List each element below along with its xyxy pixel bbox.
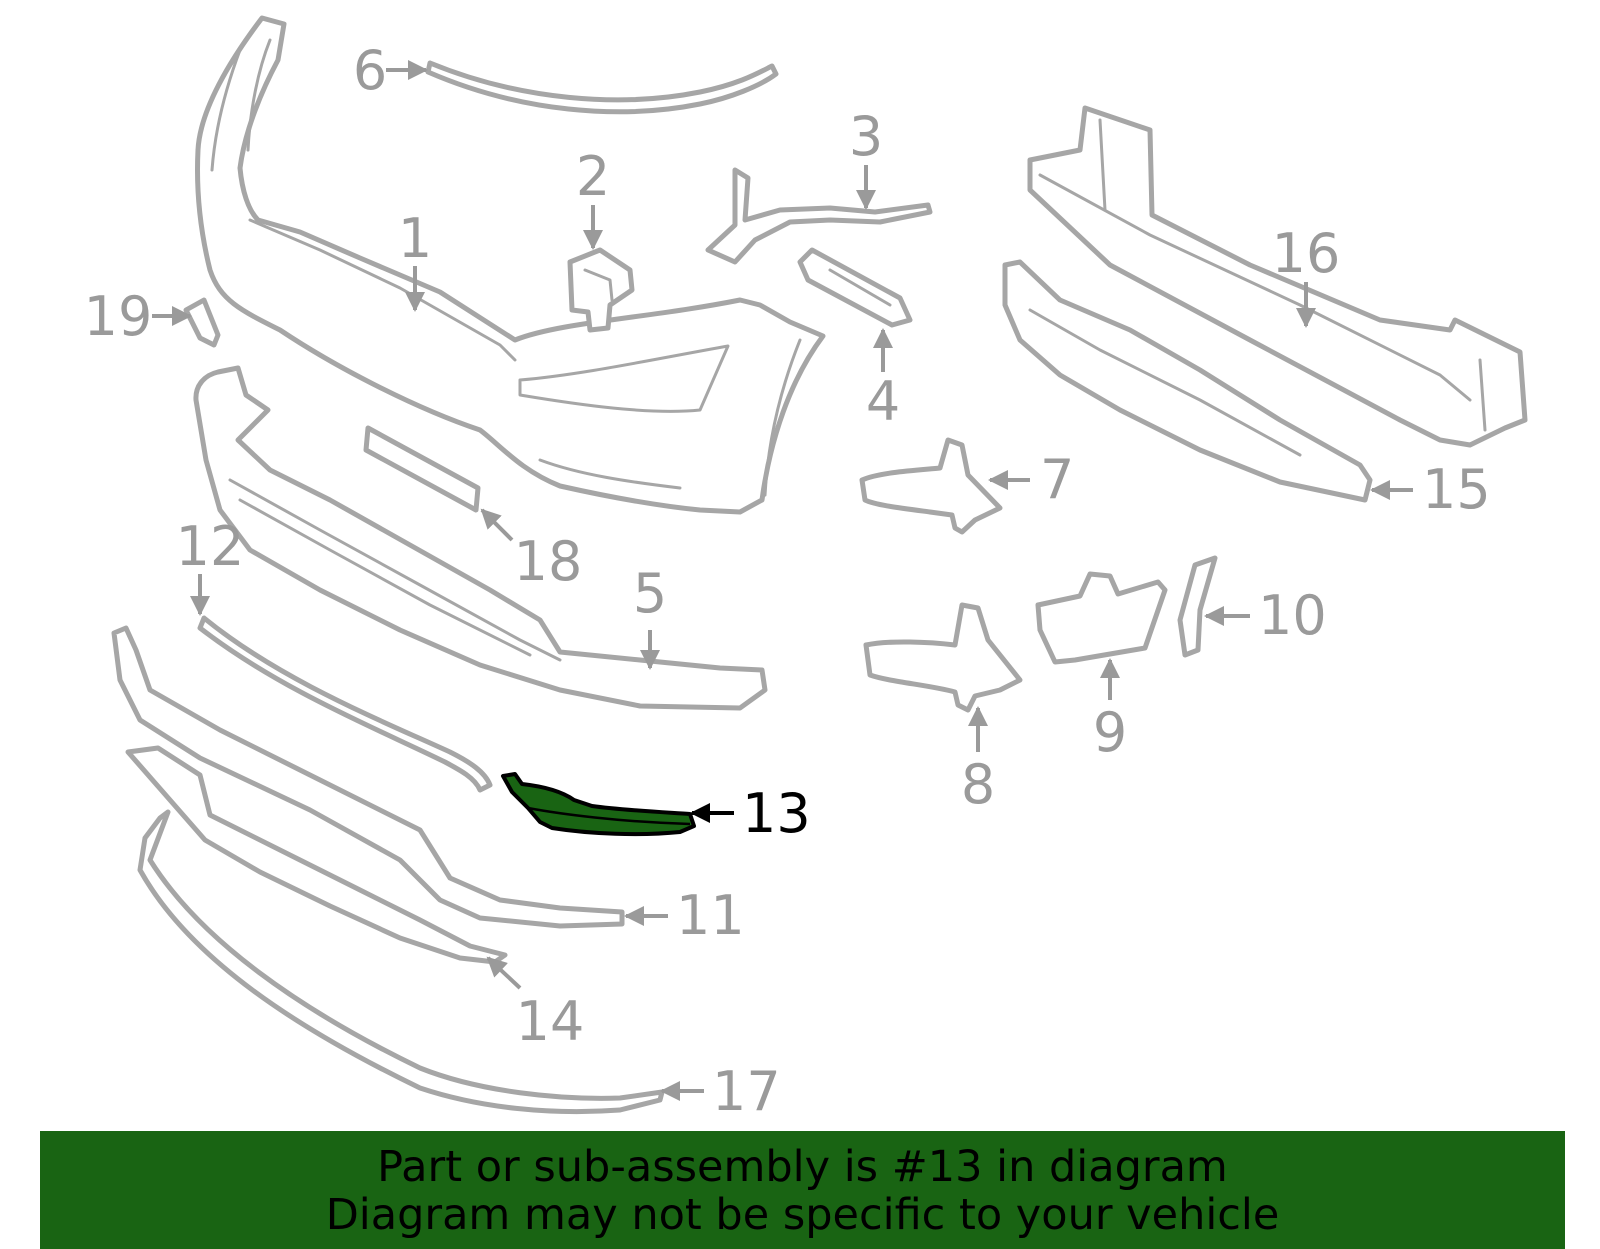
part-12-moulding-strip[interactable] <box>197 615 493 793</box>
callout-6[interactable]: 6 <box>353 39 387 102</box>
part-11-lower-moulding[interactable] <box>111 625 625 929</box>
part-8-left-grille-insert[interactable] <box>863 602 1023 713</box>
callout-arrows <box>152 60 1413 1101</box>
part-1-bumper-cover[interactable] <box>195 15 826 515</box>
callout-7[interactable]: 7 <box>1040 448 1074 511</box>
part-14-skid-plate[interactable] <box>125 745 508 965</box>
part-18-plate-bracket[interactable] <box>363 425 481 513</box>
part-5-lower-grille[interactable] <box>193 365 768 711</box>
callout-17[interactable]: 17 <box>712 1060 781 1123</box>
part-16-reinforcement-beam[interactable] <box>1027 105 1528 448</box>
banner-line-part-number: Part or sub-assembly is #13 in diagram <box>377 1142 1228 1192</box>
callout-13[interactable]: 13 <box>742 782 811 845</box>
part-4-small-bracket[interactable] <box>797 247 913 328</box>
callout-12[interactable]: 12 <box>176 515 245 578</box>
callout-15[interactable]: 15 <box>1422 458 1491 521</box>
part-6-upper-trim[interactable] <box>425 60 779 115</box>
callout-14[interactable]: 14 <box>516 990 585 1053</box>
callout-labels: 1 2 3 4 5 6 7 8 9 10 11 12 13 14 15 16 1… <box>84 39 1491 1123</box>
callout-8[interactable]: 8 <box>961 753 995 816</box>
callout-11[interactable]: 11 <box>676 884 745 947</box>
part-2-bracket[interactable] <box>567 247 635 333</box>
part-7-right-grille-insert[interactable] <box>859 437 1003 535</box>
callout-2[interactable]: 2 <box>576 145 610 208</box>
callout-1[interactable]: 1 <box>398 207 432 270</box>
callout-5[interactable]: 5 <box>633 562 667 625</box>
part-10-small-bracket[interactable] <box>1177 555 1218 658</box>
banner-line-disclaimer: Diagram may not be specific to your vehi… <box>325 1190 1280 1240</box>
callout-16[interactable]: 16 <box>1272 222 1341 285</box>
part-15-energy-absorber[interactable] <box>1002 259 1373 503</box>
part-3-side-bracket[interactable] <box>705 167 933 265</box>
callout-3[interactable]: 3 <box>849 105 883 168</box>
callout-18[interactable]: 18 <box>514 530 583 593</box>
callout-9[interactable]: 9 <box>1093 701 1127 764</box>
part-9-fog-lamp-cover[interactable] <box>1035 571 1168 665</box>
part-13-highlighted-trim[interactable] <box>501 772 696 837</box>
part-19-small-cover[interactable] <box>183 297 221 348</box>
info-banner: Part or sub-assembly is #13 in diagram D… <box>40 1131 1565 1249</box>
callout-10[interactable]: 10 <box>1258 584 1327 647</box>
callout-4[interactable]: 4 <box>866 370 900 433</box>
callout-19[interactable]: 19 <box>84 285 153 348</box>
